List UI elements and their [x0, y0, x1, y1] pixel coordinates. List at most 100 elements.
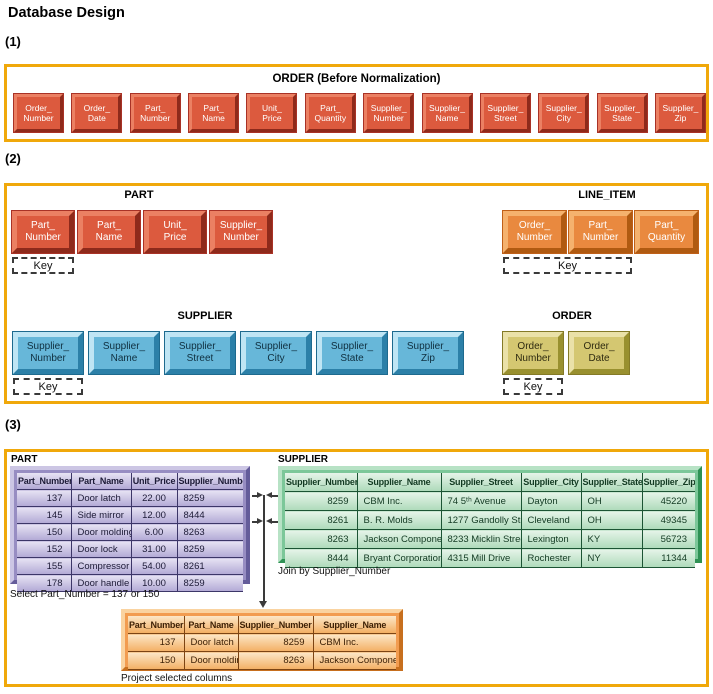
field-box: Part_ Name — [188, 93, 240, 133]
field-box: Supplier_ State — [596, 93, 648, 133]
field-box: Supplier_ City — [240, 331, 312, 375]
arrow-left-icon — [266, 492, 272, 498]
key-box: Key — [503, 378, 563, 395]
field-box: Part_ Number — [568, 210, 633, 254]
field-box: Supplier_ Zip — [654, 93, 706, 133]
cell: 49345 — [642, 510, 695, 530]
cell: 8261 — [285, 510, 358, 530]
section1-field-row: Order_ Number Order_ Date Part_ Number P… — [13, 93, 706, 133]
join-flow-line — [263, 495, 265, 602]
table-name-line-item: LINE_ITEM — [578, 189, 636, 201]
cell: 4315 Mill Drive — [441, 548, 522, 568]
project-caption: Project selected columns — [121, 673, 233, 684]
part-table-title: PART — [11, 454, 38, 465]
part-data-table: Part_Number Part_Name Unit_Price Supplie… — [10, 466, 250, 592]
section1-heading: ORDER (Before Normalization) — [272, 73, 441, 85]
cell: Door molding — [184, 651, 239, 670]
cell: NY — [581, 548, 643, 568]
table-name-part: PART — [124, 189, 154, 201]
cell: 155 — [17, 557, 72, 575]
field-box: Part_ Quantity — [634, 210, 699, 254]
field-box: Part_ Quantity — [304, 93, 356, 133]
table-row: 150 Door molding 8263 Jackson Components — [128, 651, 396, 670]
table-row: 137 Door latch 8259 CBM Inc. — [128, 633, 396, 652]
cell: Bryant Corporation — [357, 548, 442, 568]
section1-number: (1) — [5, 34, 21, 49]
cell: 56723 — [642, 529, 695, 549]
column-header: Supplier_City — [521, 473, 582, 492]
cell: 6.00 — [131, 523, 178, 541]
join-caption: Join by Supplier_Number — [278, 566, 391, 577]
cell: CBM Inc. — [313, 633, 396, 652]
cell: 22.00 — [131, 489, 178, 507]
cell: 12.00 — [131, 506, 178, 524]
cell: Side mirror — [71, 506, 132, 524]
cell: 150 — [17, 523, 72, 541]
key-box: Key — [12, 257, 74, 274]
join-arrow-line — [272, 521, 278, 523]
field-box: Order_ Date — [568, 331, 630, 375]
table-header-row: Supplier_Number Supplier_Name Supplier_S… — [285, 473, 695, 492]
field-box: Order_ Number — [502, 331, 564, 375]
cell: CBM Inc. — [357, 491, 442, 511]
cell: 10.00 — [131, 574, 178, 592]
column-header: Part_Number — [128, 616, 185, 634]
column-header: Part_Name — [184, 616, 239, 634]
table-row: 8263 Jackson Components 8233 Micklin Str… — [285, 529, 695, 549]
cell: Dayton — [521, 491, 582, 511]
field-box: Supplier_ Name — [421, 93, 473, 133]
arrow-left-icon — [266, 518, 272, 524]
table-header-row: Part_Number Part_Name Unit_Price Supplie… — [17, 473, 243, 490]
field-box: Supplier_ Street — [164, 331, 236, 375]
field-box: Part_ Number — [11, 210, 75, 254]
section3-number: (3) — [5, 417, 21, 432]
field-box: Supplier_ Name — [88, 331, 160, 375]
column-header: Unit_Price — [131, 473, 178, 490]
arrow-right-icon — [257, 518, 263, 524]
column-header: Supplier_Name — [313, 616, 396, 634]
cell: Compressor — [71, 557, 132, 575]
cell: 8259 — [177, 489, 243, 507]
cell: 145 — [17, 506, 72, 524]
field-box: Supplier_ Number — [363, 93, 415, 133]
column-header: Supplier_Number — [238, 616, 314, 634]
column-header: Supplier_State — [581, 473, 643, 492]
cell: OH — [581, 510, 643, 530]
cell: Jackson Components — [313, 651, 396, 670]
cell: 8259 — [238, 633, 314, 652]
cell: 54.00 — [131, 557, 178, 575]
column-header: Supplier_Number — [177, 473, 243, 490]
table-name-supplier: SUPPLIER — [177, 310, 233, 322]
section2-normalized-tables: PART Part_ Number Part_ Name Unit_ Price… — [4, 183, 709, 404]
field-box: Order_ Number — [13, 93, 64, 133]
table-row: 137 Door latch 22.00 8259 — [17, 489, 243, 507]
cell: 8233 Micklin Street — [441, 529, 522, 549]
cell: 1277 Gandolly Street — [441, 510, 522, 530]
field-box: Supplier_ Number — [209, 210, 273, 254]
cell: 45220 — [642, 491, 695, 511]
field-box: Order_ Number — [502, 210, 567, 254]
table-name-order: ORDER — [552, 310, 592, 322]
key-box: Key — [13, 378, 83, 395]
cell: Lexington — [521, 529, 582, 549]
result-data-table: Part_Number Part_Name Supplier_Number Su… — [121, 609, 403, 671]
column-header: Part_Number — [17, 473, 72, 490]
cell: 8444 — [285, 548, 358, 568]
cell: 137 — [17, 489, 72, 507]
cell: KY — [581, 529, 643, 549]
cell: 8259 — [177, 574, 243, 592]
table-row: 150 Door molding 6.00 8263 — [17, 523, 243, 541]
supplier-data-table: Supplier_Number Supplier_Name Supplier_S… — [278, 466, 702, 568]
join-arrow-line — [252, 521, 259, 523]
table-header-row: Part_Number Part_Name Supplier_Number Su… — [128, 616, 396, 634]
section2-number: (2) — [5, 151, 21, 166]
column-header: Part_Name — [71, 473, 132, 490]
field-box: Supplier_ Number — [12, 331, 84, 375]
supplier-table-title: SUPPLIER — [278, 454, 329, 465]
cell: Cleveland — [521, 510, 582, 530]
field-box: Part_ Name — [77, 210, 141, 254]
cell: 137 — [128, 633, 185, 652]
field-box: Supplier_ Zip — [392, 331, 464, 375]
page-title: Database Design — [8, 5, 125, 21]
